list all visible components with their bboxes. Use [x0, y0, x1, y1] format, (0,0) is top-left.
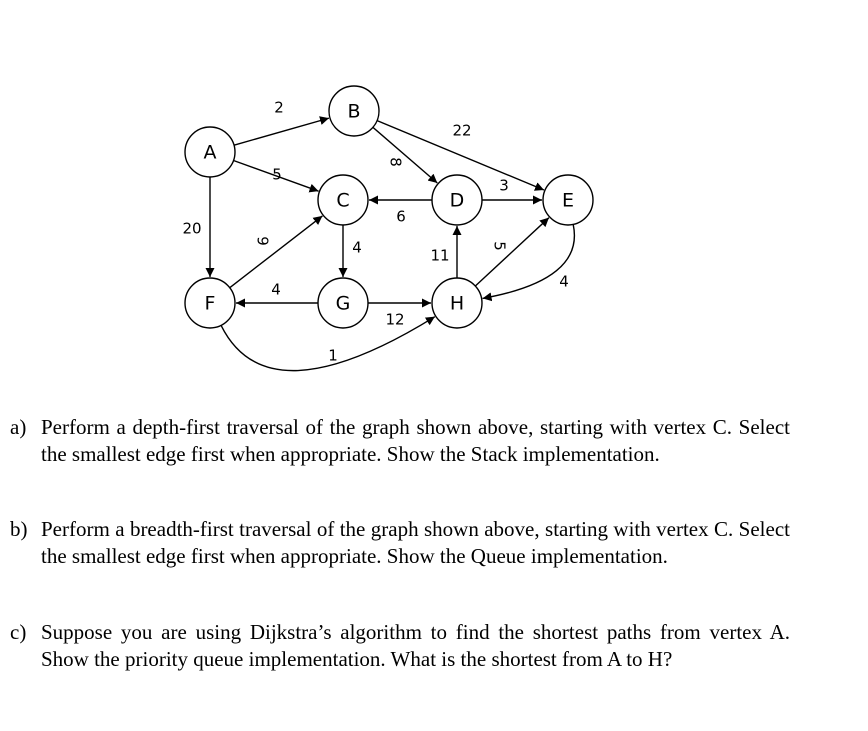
edge-a-to-c [233, 159, 319, 193]
edge-weight-f-h: 1 [328, 347, 338, 365]
question-a: a) Perform a depth-first traversal of th… [10, 414, 790, 468]
question-c-text: Suppose you are using Dijkstra’s algorit… [41, 620, 790, 671]
node-label: G [336, 293, 351, 315]
weighted-directed-graph: 2 5 20 8 22 6 3 9 4 4 12 11 5 4 1 A B C D E F G H [182, 85, 594, 372]
edge-e-to-h [482, 224, 576, 302]
question-c: c) Suppose you are using Dijkstra’s algo… [10, 619, 790, 673]
question-b-text: Perform a breadth-first traversal of the… [41, 517, 790, 568]
node-circle [431, 174, 483, 226]
node-d: D [431, 174, 483, 226]
edge-weight-e-h: 4 [559, 273, 569, 291]
node-g: G [317, 277, 369, 329]
node-label: C [336, 190, 349, 212]
edge-weight-c-g: 4 [352, 239, 362, 257]
question-b-label: b) [10, 517, 28, 541]
edge-weight-a-f: 20 [182, 220, 201, 238]
edge-weight-d-e: 3 [499, 177, 509, 195]
node-label: F [205, 293, 216, 315]
node-circle [328, 85, 380, 137]
question-c-label: c) [10, 620, 27, 644]
edge-f-to-c [229, 215, 323, 289]
edge-weight-g-f: 4 [271, 281, 281, 299]
node-b: B [328, 85, 380, 137]
node-f: F [184, 277, 236, 329]
edge-b-to-e [376, 119, 545, 191]
question-a-label: a) [10, 415, 27, 439]
node-label: B [347, 101, 360, 123]
node-label: A [204, 142, 217, 164]
node-circle [184, 277, 236, 329]
edge-weight-h-e: 5 [491, 241, 509, 251]
node-c: C [317, 174, 369, 226]
edge-a-to-b [233, 116, 330, 146]
edge-f-to-h [220, 316, 436, 372]
edge-weight-b-d: 8 [387, 157, 405, 167]
node-circle [184, 126, 236, 178]
edge-weight-d-c: 6 [396, 208, 406, 226]
edge-weight-h-d: 11 [430, 247, 449, 265]
edge-weight-b-e: 22 [452, 122, 471, 140]
node-a: A [184, 126, 236, 178]
node-label: E [562, 190, 574, 212]
node-circle [542, 174, 594, 226]
node-circle [317, 174, 369, 226]
node-circle [431, 277, 483, 329]
edge-weight-f-c: 9 [254, 236, 272, 246]
node-label: D [450, 190, 465, 212]
edge-weight-g-h: 12 [385, 311, 404, 329]
edge-b-to-d [372, 126, 438, 184]
node-label: H [450, 293, 464, 315]
edge-weight-a-b: 2 [274, 99, 284, 117]
edge-h-to-e [474, 217, 550, 287]
question-a-text: Perform a depth-first traversal of the g… [41, 415, 790, 466]
node-e: E [542, 174, 594, 226]
node-h: H [431, 277, 483, 329]
edge-weight-a-c: 5 [272, 166, 282, 184]
node-circle [317, 277, 369, 329]
question-b: b) Perform a breadth-first traversal of … [10, 516, 790, 570]
